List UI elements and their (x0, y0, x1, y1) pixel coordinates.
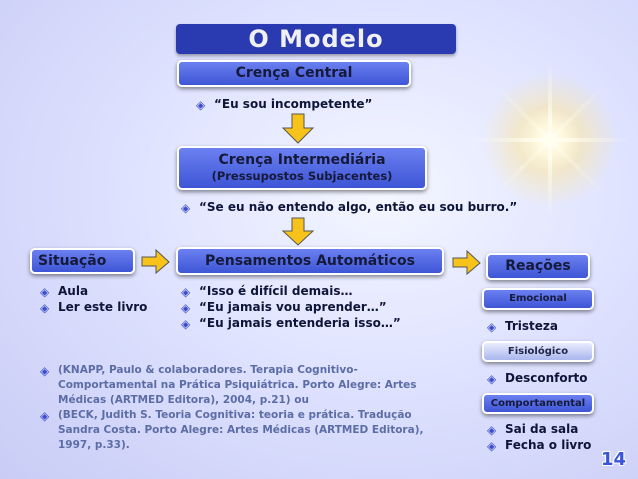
reference-text: (KNAPP, Paulo & colaboradores. Terapia C… (58, 364, 417, 406)
reactions-box: Reações (486, 253, 590, 280)
behavioral-label: Comportamental (490, 398, 586, 409)
situation-list: ◈ Aula ◈ Ler este livro (40, 283, 147, 315)
diamond-bullet-icon: ◈ (181, 201, 191, 215)
references-list: ◈ (KNAPP, Paulo & colaboradores. Terapia… (40, 363, 440, 453)
situation-item-text: Aula (58, 284, 89, 298)
core-belief-example: ◈ “Eu sou incompetente” (196, 96, 372, 112)
yellow-arrow-icon (281, 113, 315, 144)
slide-title: O Modelo Cognitivo (176, 24, 456, 83)
intermediate-belief-example-text: “Se eu não entendo algo, então eu sou bu… (199, 200, 518, 214)
list-item: ◈ “Eu jamais vou aprender…” (181, 299, 401, 315)
core-belief-example-list: ◈ “Eu sou incompetente” (196, 96, 372, 112)
automatic-thoughts-label: Pensamentos Automáticos (205, 253, 415, 269)
list-item: ◈ Tristeza (487, 318, 558, 334)
core-belief-box: Crença Central (177, 60, 411, 87)
diamond-bullet-icon: ◈ (40, 301, 50, 315)
diamond-bullet-icon: ◈ (40, 285, 50, 299)
emotional-box: Emocional (482, 288, 594, 310)
intermediate-belief-example-list: ◈ “Se eu não entendo algo, então eu sou … (181, 199, 517, 215)
emotional-label: Emocional (509, 293, 567, 304)
core-belief-label: Crença Central (235, 65, 353, 81)
situation-box: Situação (30, 248, 135, 274)
physiological-list: ◈ Desconforto (487, 370, 588, 386)
behavioral-box: Comportamental (482, 393, 594, 414)
diamond-bullet-icon: ◈ (181, 285, 191, 299)
diamond-bullet-icon: ◈ (181, 301, 191, 315)
diamond-bullet-icon: ◈ (487, 320, 497, 334)
diamond-bullet-icon: ◈ (487, 372, 497, 386)
thought-text: “Eu jamais vou aprender…” (199, 300, 387, 314)
list-item: ◈ “Isso é difícil demais… (181, 283, 401, 299)
list-item: ◈ Aula (40, 283, 147, 299)
diamond-bullet-icon: ◈ (181, 317, 191, 331)
diamond-bullet-icon: ◈ (487, 439, 497, 453)
reactions-label: Reações (505, 258, 571, 274)
page-number: 14 (601, 449, 627, 470)
emotional-item-text: Tristeza (505, 319, 558, 333)
intermediate-belief-sublabel: (Pressupostos Subjacentes) (211, 169, 393, 183)
situation-item-text: Ler este livro (58, 300, 148, 314)
list-item: ◈ Ler este livro (40, 299, 147, 315)
list-item: ◈ “Eu jamais entenderia isso…” (181, 315, 401, 331)
yellow-arrow-icon (281, 217, 315, 246)
reference-item: ◈ (BECK, Judith S. Teoria Cognitiva: teo… (40, 408, 440, 453)
intermediate-belief-example: ◈ “Se eu não entendo algo, então eu sou … (181, 199, 517, 215)
yellow-arrow-icon (141, 248, 170, 275)
core-belief-example-text: “Eu sou incompetente” (214, 97, 373, 111)
diamond-bullet-icon: ◈ (40, 364, 50, 378)
behavioral-item-text: Sai da sala (505, 422, 579, 436)
situation-label: Situação (38, 253, 107, 269)
diamond-bullet-icon: ◈ (487, 423, 497, 437)
reference-item: ◈ (KNAPP, Paulo & colaboradores. Terapia… (40, 363, 440, 408)
physiological-item-text: Desconforto (505, 371, 588, 385)
yellow-arrow-icon (452, 249, 481, 276)
list-item: ◈ Sai da sala (487, 421, 591, 437)
light-flare-decoration (470, 60, 630, 220)
reference-text: (BECK, Judith S. Teoria Cognitiva: teori… (58, 409, 424, 451)
emotional-list: ◈ Tristeza (487, 318, 558, 334)
intermediate-belief-box: Crença Intermediária (Pressupostos Subja… (177, 146, 427, 190)
diamond-bullet-icon: ◈ (40, 409, 50, 423)
behavioral-list: ◈ Sai da sala ◈ Fecha o livro (487, 421, 591, 453)
behavioral-item-text: Fecha o livro (505, 438, 592, 452)
physiological-box: Fisiológico (482, 341, 594, 362)
intermediate-belief-label: Crença Intermediária (218, 152, 386, 168)
list-item: ◈ Fecha o livro (487, 437, 591, 453)
thought-text: “Eu jamais entenderia isso…” (199, 316, 401, 330)
automatic-thoughts-list: ◈ “Isso é difícil demais… ◈ “Eu jamais v… (181, 283, 401, 331)
physiological-label: Fisiológico (507, 346, 569, 357)
diamond-bullet-icon: ◈ (196, 98, 206, 112)
automatic-thoughts-box: Pensamentos Automáticos (176, 247, 444, 275)
thought-text: “Isso é difícil demais… (199, 284, 353, 298)
list-item: ◈ Desconforto (487, 370, 588, 386)
